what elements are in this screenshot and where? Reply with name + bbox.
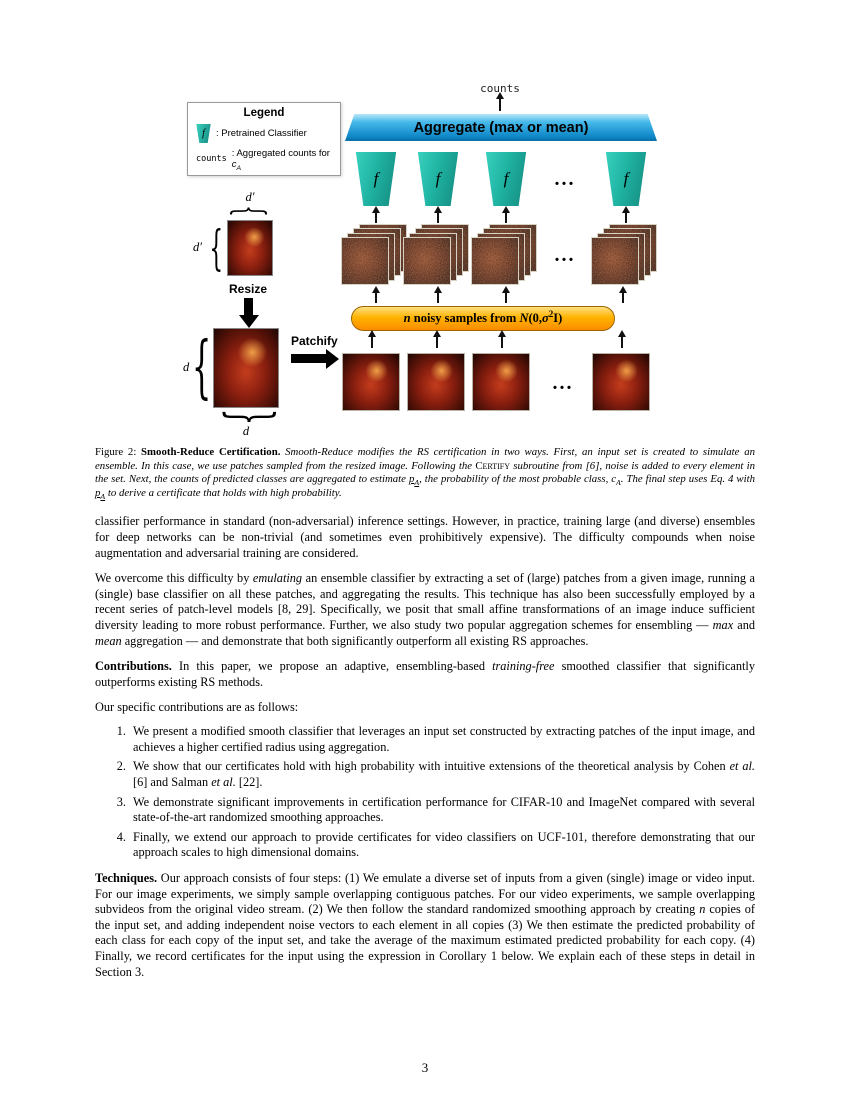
aggregate-bar: Aggregate (max or mean) — [345, 114, 657, 141]
contributions-intro: Our specific contributions are as follow… — [95, 700, 299, 715]
underbrace: { — [212, 408, 280, 426]
ellipsis: ... — [554, 244, 576, 266]
noisy-sample-stack — [341, 224, 409, 286]
classifier-trapezoid: f — [417, 152, 459, 206]
contributions-list: We present a modified smooth classifier … — [129, 724, 755, 861]
noisy-patch-tile — [341, 237, 389, 285]
arrow-up-icon — [621, 336, 623, 348]
left-brace: { — [192, 328, 212, 407]
classifier-symbol: f — [435, 169, 441, 188]
contribution-item-2: We show that our certificates hold with … — [129, 759, 755, 790]
image-patch — [472, 353, 530, 411]
contribution-item-3: We demonstrate significant improvements … — [129, 795, 755, 826]
dim-label-d-prime: d′ — [193, 240, 202, 254]
contribution-item-1: We present a modified smooth classifier … — [129, 724, 755, 755]
resize-arrow-icon — [244, 298, 253, 316]
arrow-up-icon — [436, 336, 438, 348]
input-image — [213, 328, 279, 408]
image-patch — [407, 353, 465, 411]
page-number: 3 — [421, 1060, 429, 1075]
arrow-up-icon — [375, 292, 377, 303]
legend-classifier-symbol: f — [202, 128, 205, 139]
arrow-up-icon — [505, 292, 507, 303]
figure-caption: Figure 2: Smooth-Reduce Certification. S… — [95, 446, 755, 501]
figure-2-diagram: counts Aggregate (max or mean) Legend f … — [95, 80, 755, 438]
body-text: classifier performance in standard (non-… — [95, 514, 755, 980]
classifier-trapezoid: f — [355, 152, 397, 206]
ellipsis: ... — [554, 168, 576, 190]
image-patch — [342, 353, 400, 411]
noise-samples-label: n noisy samples from N(0,σ2I) — [403, 308, 563, 325]
patchify-arrow-icon — [291, 354, 327, 363]
arrow-up-icon — [625, 212, 627, 223]
patchify-label: Patchify — [291, 334, 338, 348]
noisy-patch-tile — [471, 237, 519, 285]
dim-label-d: d — [242, 424, 250, 438]
classifier-symbol: f — [503, 169, 509, 188]
arrow-up-icon — [437, 212, 439, 223]
arrow-up-icon — [501, 336, 503, 348]
noisy-patch-tile — [591, 237, 639, 285]
dim-label-d-prime: d′ — [245, 190, 255, 204]
resized-image — [227, 220, 273, 276]
classifier-trapezoid-icon: f — [196, 124, 211, 143]
legend-item-label: : Aggregated counts for cA — [231, 148, 330, 172]
contribution-item-4: Finally, we extend our approach to provi… — [129, 830, 755, 861]
arrow-up-icon — [371, 336, 373, 348]
counts-label: counts — [480, 82, 520, 95]
paragraph-1: classifier performance in standard (non-… — [95, 514, 755, 560]
arrow-up-icon — [437, 292, 439, 303]
image-patch — [592, 353, 650, 411]
arrow-up-icon — [499, 98, 501, 111]
legend-title: Legend — [243, 107, 285, 119]
legend-counts-symbol: counts — [196, 154, 227, 164]
noisy-sample-stack — [471, 224, 539, 286]
noisy-sample-stack — [591, 224, 659, 286]
figure-legend: Legend f : Pretrained Classifier counts … — [187, 102, 341, 176]
overbrace: { — [226, 205, 273, 217]
noise-samples-bar: n noisy samples from N(0,σ2I) — [351, 306, 615, 331]
contributions-paragraph: Contributions. In this paper, we propose… — [95, 659, 755, 689]
noisy-sample-stack — [403, 224, 471, 286]
arrow-up-icon — [505, 212, 507, 223]
arrow-up-icon — [375, 212, 377, 223]
classifier-trapezoid: f — [485, 152, 527, 206]
paragraph-2: We overcome this difficulty by emulating… — [95, 571, 755, 648]
legend-item-classifier: f : Pretrained Classifier — [196, 124, 334, 143]
arrow-up-icon — [622, 292, 624, 303]
classifier-trapezoid: f — [605, 152, 647, 206]
noisy-patch-tile — [403, 237, 451, 285]
classifier-symbol: f — [373, 169, 379, 188]
ellipsis: ... — [552, 372, 574, 394]
aggregate-label: Aggregate (max or mean) — [413, 119, 589, 136]
techniques-paragraph: Techniques. Our approach consists of fou… — [95, 870, 755, 979]
legend-item-counts: counts : Aggregated counts for cA — [196, 148, 334, 172]
dim-label-d: d — [183, 360, 190, 374]
legend-item-label: : Pretrained Classifier — [216, 128, 307, 139]
left-brace: { — [209, 220, 223, 276]
resize-label: Resize — [229, 282, 268, 296]
classifier-symbol: f — [623, 169, 629, 188]
